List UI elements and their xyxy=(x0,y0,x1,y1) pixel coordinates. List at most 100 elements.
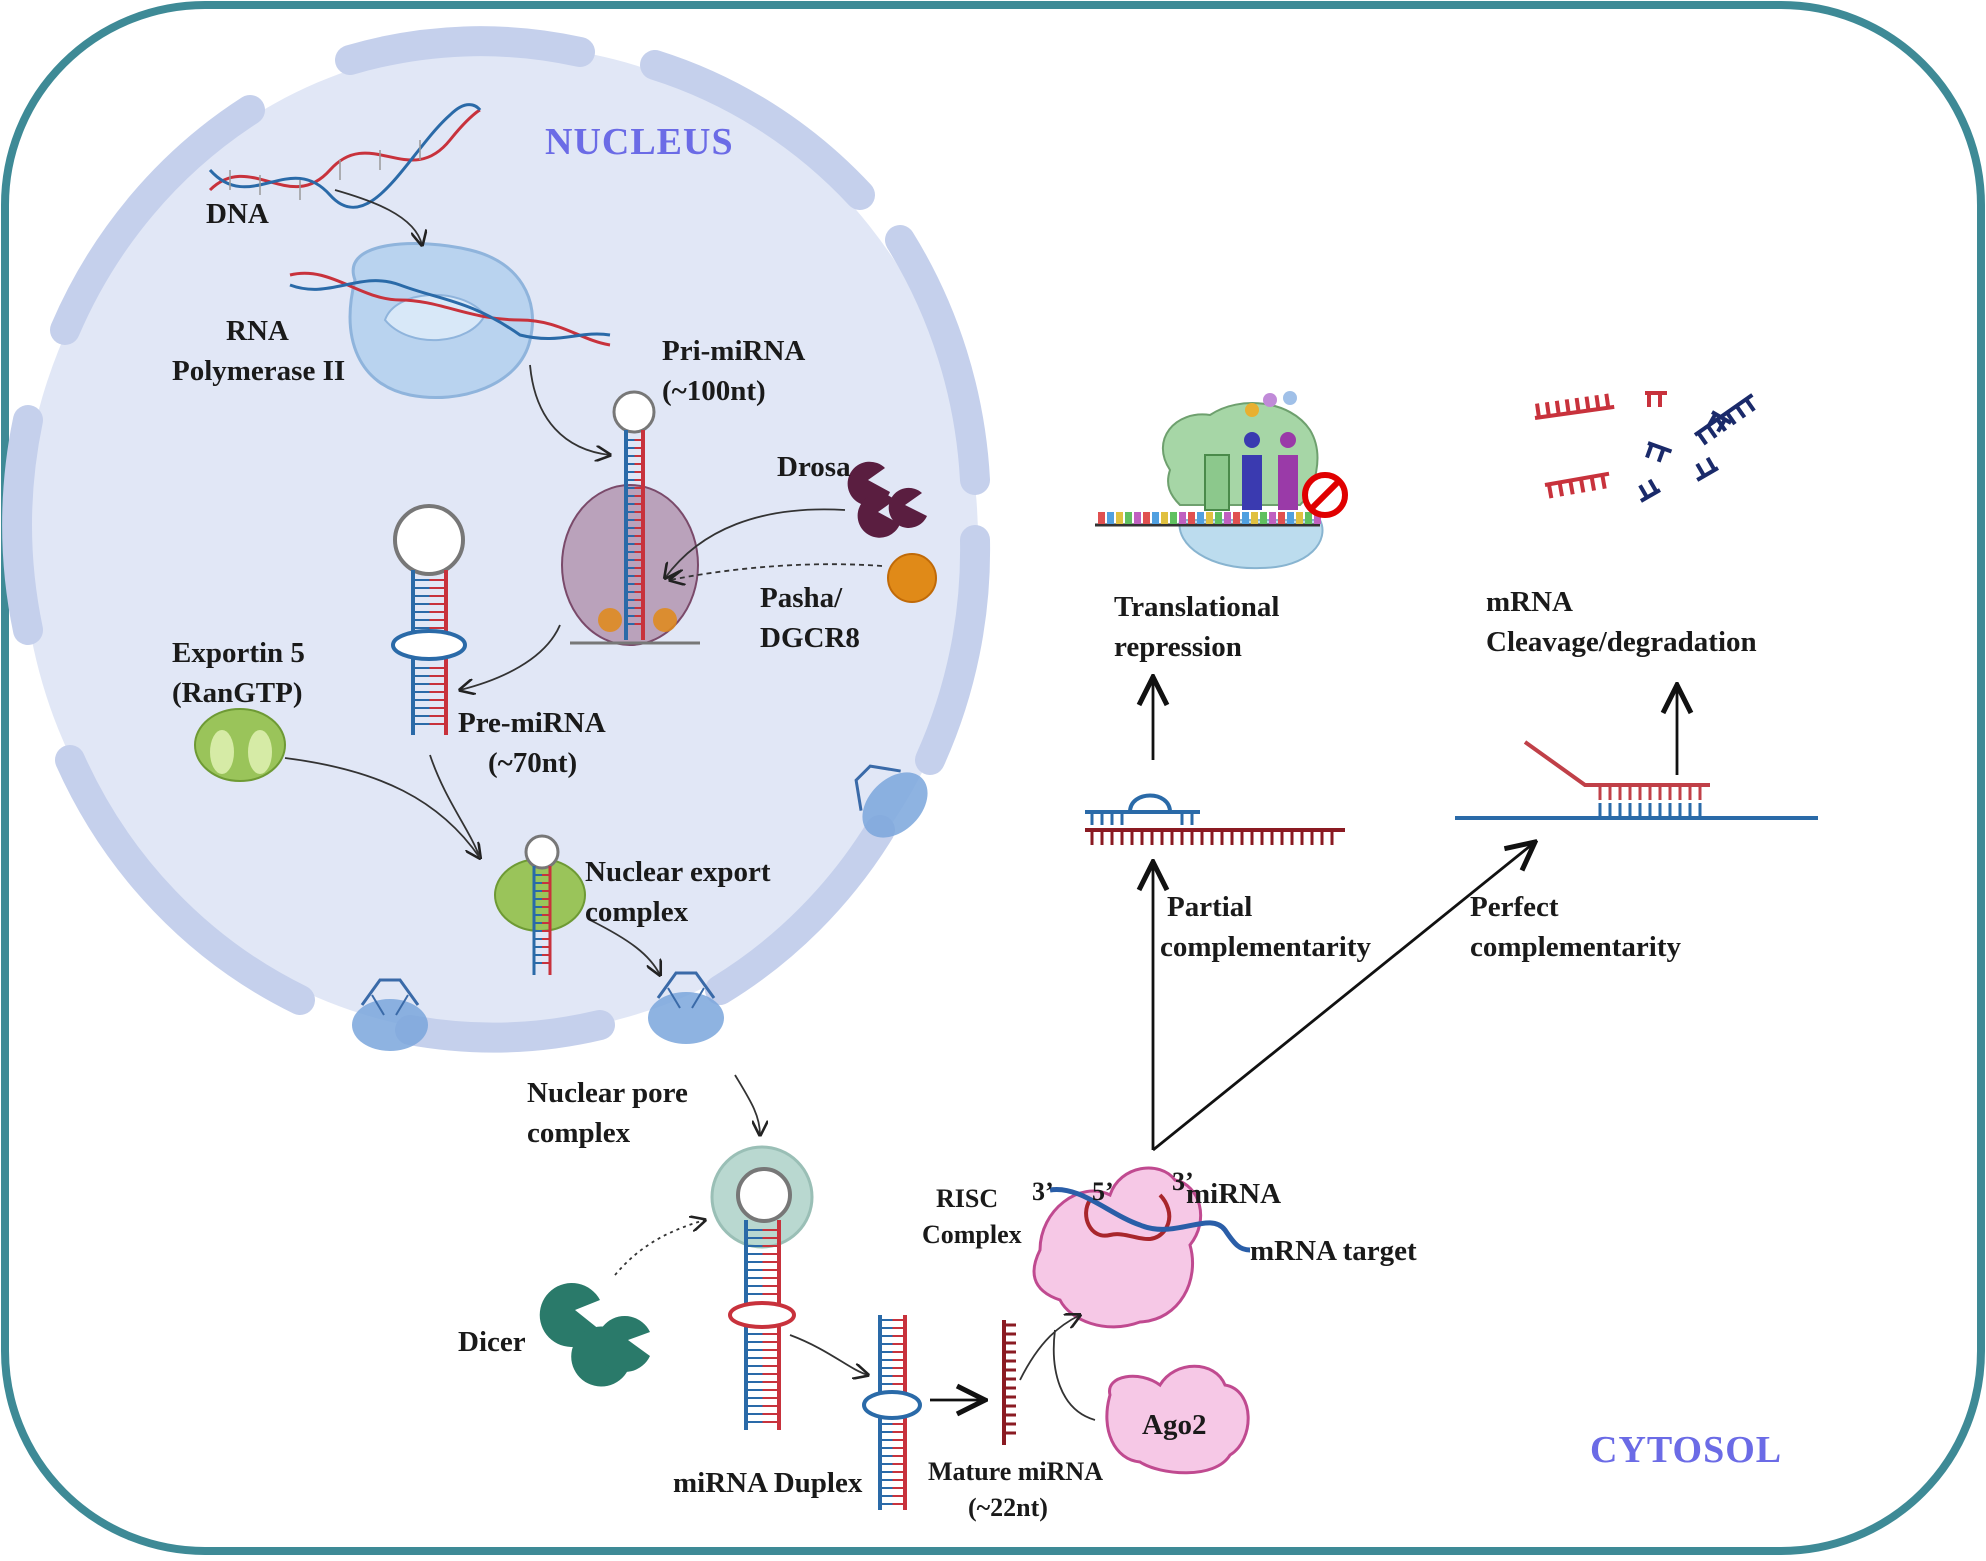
mature-mirna-label-line1: Mature miRNA xyxy=(928,1457,1103,1486)
base-pair xyxy=(1734,404,1747,419)
mrna-base xyxy=(1125,512,1132,524)
dna-helix xyxy=(208,103,482,209)
nuclear-pore-1 xyxy=(352,978,428,1051)
exportin-label-line2: (RanGTP) xyxy=(172,677,303,709)
drosa-label: Drosa xyxy=(777,451,851,483)
nuclear-pore-label-line1: Nuclear pore xyxy=(527,1077,688,1109)
drosha-microprocessor xyxy=(561,484,700,646)
mrna-base xyxy=(1287,512,1294,524)
pasha-label-line2: DGCR8 xyxy=(760,622,860,654)
base-pair xyxy=(1706,424,1718,439)
base-pair xyxy=(1725,411,1737,426)
pri-mirna-label-line2: (~100nt) xyxy=(662,375,766,407)
base-pair xyxy=(1744,398,1756,412)
base-pair xyxy=(1535,403,1541,418)
ago2-protein xyxy=(1105,1364,1250,1475)
dna-label: DNA xyxy=(206,198,269,230)
mrna-base xyxy=(1233,512,1240,524)
mrna-base xyxy=(1170,512,1177,524)
mrna-base xyxy=(1206,512,1213,524)
mrna-base xyxy=(1098,512,1105,524)
mrna-base xyxy=(1242,512,1249,524)
rna-polymerase-label-line2: Polymerase II xyxy=(172,355,346,387)
pre-mirna-label-line1: Pre-miRNA xyxy=(458,707,606,739)
mrna-base xyxy=(1107,512,1114,524)
mature-mirna-label-line2: (~22nt) xyxy=(968,1493,1048,1522)
partial-complementarity-duplex xyxy=(1085,793,1345,845)
nuclear-export-label-line1: Nuclear export xyxy=(585,856,771,888)
dicer-icon xyxy=(539,1283,650,1387)
three-prime-mirna-label: 3’ xyxy=(1172,1167,1194,1196)
perfect-label-line2: complementarity xyxy=(1470,931,1681,963)
exportin-label-line1: Exportin 5 xyxy=(172,637,305,669)
rna-polymerase-ii xyxy=(289,242,611,400)
pasha-dgcr8-icon xyxy=(887,553,937,603)
base-pair xyxy=(1705,456,1717,471)
pri-mirna-hairpin xyxy=(612,390,656,640)
base-pair xyxy=(1574,397,1581,413)
nucleus xyxy=(2,26,991,1053)
translational-label-line2: repression xyxy=(1114,631,1242,663)
base-pair xyxy=(1594,394,1601,410)
mrna-base xyxy=(1260,512,1267,524)
mrna-base xyxy=(1116,512,1123,524)
dicer-label: Dicer xyxy=(458,1326,526,1358)
mrna-fragment xyxy=(1638,478,1661,503)
base-pair xyxy=(1578,478,1586,493)
mrna-base xyxy=(1296,512,1303,524)
mrna-base xyxy=(1197,512,1204,524)
mrna-base xyxy=(1188,512,1195,524)
base-pair xyxy=(1544,471,1610,487)
nucleus-label: NUCLEUS xyxy=(545,121,734,163)
mirna-duplex-label: miRNA Duplex xyxy=(673,1467,863,1499)
mature-mirna xyxy=(1002,1320,1016,1445)
base-pair xyxy=(1544,401,1551,417)
perfect-label-line1: Perfect xyxy=(1470,891,1559,923)
main-arrows xyxy=(930,677,1677,1400)
mrna-fragment xyxy=(1706,410,1733,433)
mrna-base xyxy=(1143,512,1150,524)
mrna-base xyxy=(1314,512,1321,524)
base-pair xyxy=(1568,480,1575,495)
drosha-icon xyxy=(847,461,927,538)
base-pair xyxy=(1564,399,1571,414)
mrna-base xyxy=(1224,512,1231,524)
nuclear-pore-label-line2: complex xyxy=(527,1117,631,1149)
mrna-base xyxy=(1179,512,1186,524)
risc-label-line1: RISC xyxy=(936,1184,999,1213)
ago2-label: Ago2 xyxy=(1142,1409,1207,1441)
risc-complex xyxy=(1032,1166,1251,1329)
base-pair xyxy=(1656,447,1666,463)
pre-mirna-hairpin xyxy=(391,504,467,735)
translational-label-line1: Translational xyxy=(1114,591,1280,623)
base-pair xyxy=(1706,413,1718,428)
cleavage-label-line2: Cleavage/degradation xyxy=(1486,626,1757,658)
perfect-complementarity-duplex xyxy=(1455,740,1818,820)
mrna-base xyxy=(1161,512,1168,524)
base-pair xyxy=(1645,443,1654,459)
three-prime-mrna-label: 3’ xyxy=(1032,1177,1054,1206)
pri-mirna-label-line1: Pri-miRNA xyxy=(662,335,806,367)
nuclear-pore-2 xyxy=(648,971,724,1044)
base-pair xyxy=(1638,484,1649,499)
exportin-5-icon xyxy=(194,708,286,782)
mrna-base xyxy=(1269,512,1276,524)
mirna-duplex xyxy=(862,1315,922,1510)
base-pair xyxy=(1693,393,1754,437)
mirna-label: miRNA xyxy=(1186,1178,1282,1210)
nuclear-envelope xyxy=(2,26,991,1053)
rna-polymerase-label-line1: RNA xyxy=(226,315,289,347)
base-pair xyxy=(1696,431,1708,446)
mrna-base xyxy=(1134,512,1141,524)
base-pair xyxy=(1695,462,1706,477)
mrna-fragment xyxy=(1645,391,1667,407)
mrna-base xyxy=(1305,512,1312,524)
stop-icon xyxy=(1302,472,1348,518)
mrna-base xyxy=(1215,512,1222,524)
mrna-fragment xyxy=(1534,393,1615,420)
five-prime-label: 5’ xyxy=(1092,1177,1114,1206)
base-pair xyxy=(1589,476,1597,491)
mrna-fragment xyxy=(1695,456,1719,482)
mrna-base xyxy=(1278,512,1285,524)
